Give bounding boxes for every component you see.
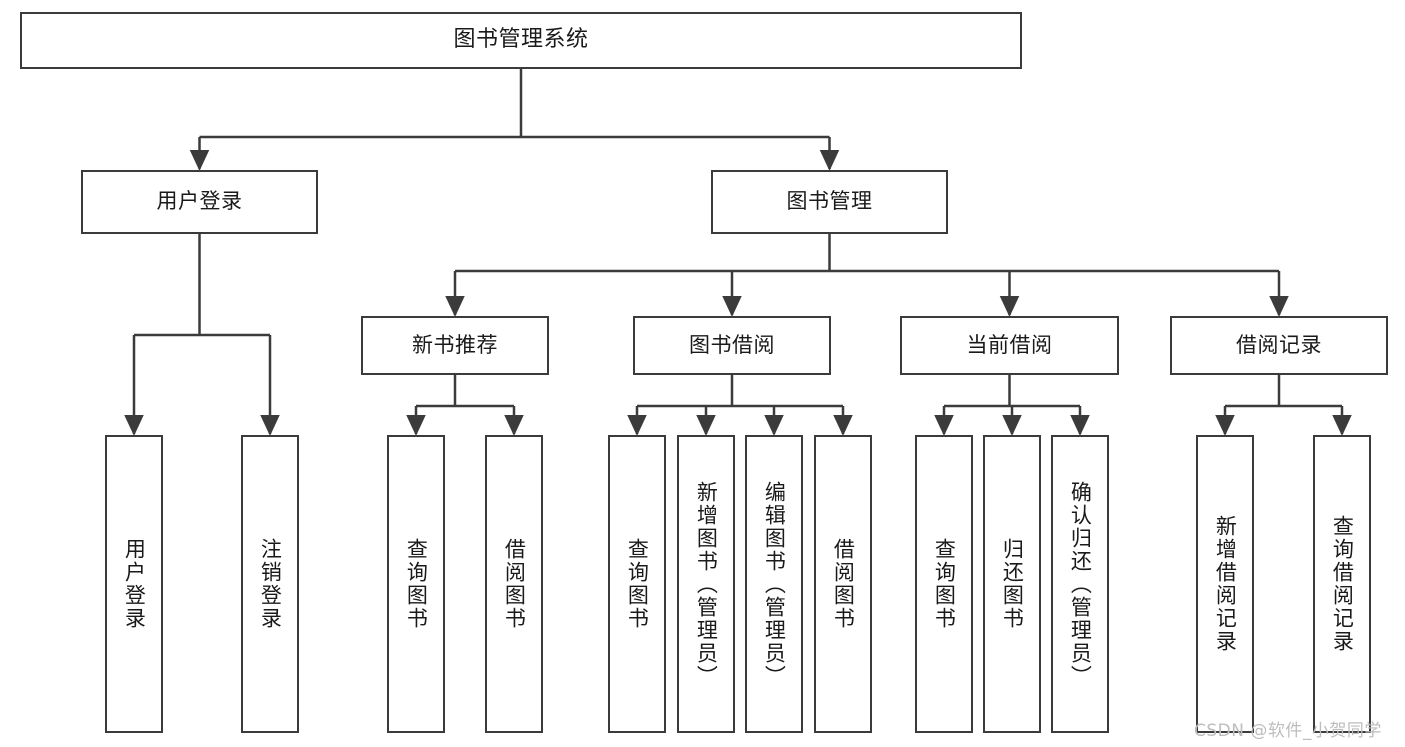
node-label: 图书借阅 [689,332,775,357]
watermark: CSDN @软件_小贺同学 [1194,721,1382,741]
node-label: 查询图书 [625,538,650,630]
node-label: 新书推荐 [412,332,498,357]
node-user-login[interactable]: 用户登录 [81,170,318,234]
node-label: 新增借阅记录 [1213,515,1238,653]
node-label: 注销登录 [258,538,283,630]
node-root[interactable]: 图书管理系统 [20,12,1022,69]
node-new-book-rec[interactable]: 新书推荐 [361,316,549,375]
node-book-borrow[interactable]: 图书借阅 [633,316,831,375]
node-label: 借阅图书 [502,538,527,630]
node-leaf-query-record[interactable]: 查询借阅记录 [1313,435,1371,733]
node-label: 新增图书（管理员） [694,480,719,688]
node-label: 借阅图书 [831,538,856,630]
node-label: 借阅记录 [1236,332,1322,357]
node-label: 用户登录 [122,538,147,630]
node-label: 查询借阅记录 [1330,515,1355,653]
node-leaf-user-login[interactable]: 用户登录 [105,435,163,733]
node-leaf-borrow-book-b[interactable]: 借阅图书 [814,435,872,733]
node-book-manage[interactable]: 图书管理 [711,170,948,234]
node-label: 确认归还（管理员） [1068,480,1093,688]
node-label: 查询图书 [404,538,429,630]
node-leaf-query-book-a[interactable]: 查询图书 [387,435,445,733]
node-leaf-user-logout[interactable]: 注销登录 [241,435,299,733]
node-leaf-add-record[interactable]: 新增借阅记录 [1196,435,1254,733]
node-borrow-record[interactable]: 借阅记录 [1170,316,1388,375]
node-leaf-return-book[interactable]: 归还图书 [983,435,1041,733]
node-label: 用户登录 [156,189,243,214]
node-label: 当前借阅 [966,332,1053,357]
node-label: 图书管理 [786,189,873,214]
node-label: 图书管理系统 [453,27,589,53]
node-label: 编辑图书（管理员） [762,480,787,688]
node-leaf-confirm-return[interactable]: 确认归还（管理员） [1051,435,1109,733]
node-leaf-query-book-c[interactable]: 查询图书 [915,435,973,733]
node-leaf-add-book[interactable]: 新增图书（管理员） [677,435,735,733]
node-label: 查询图书 [932,538,957,630]
node-current-borrow[interactable]: 当前借阅 [900,316,1119,375]
node-leaf-borrow-book-a[interactable]: 借阅图书 [485,435,543,733]
edge-group [124,69,1352,437]
node-label: 归还图书 [1000,538,1025,630]
node-leaf-edit-book[interactable]: 编辑图书（管理员） [745,435,803,733]
node-leaf-query-book-b[interactable]: 查询图书 [608,435,666,733]
